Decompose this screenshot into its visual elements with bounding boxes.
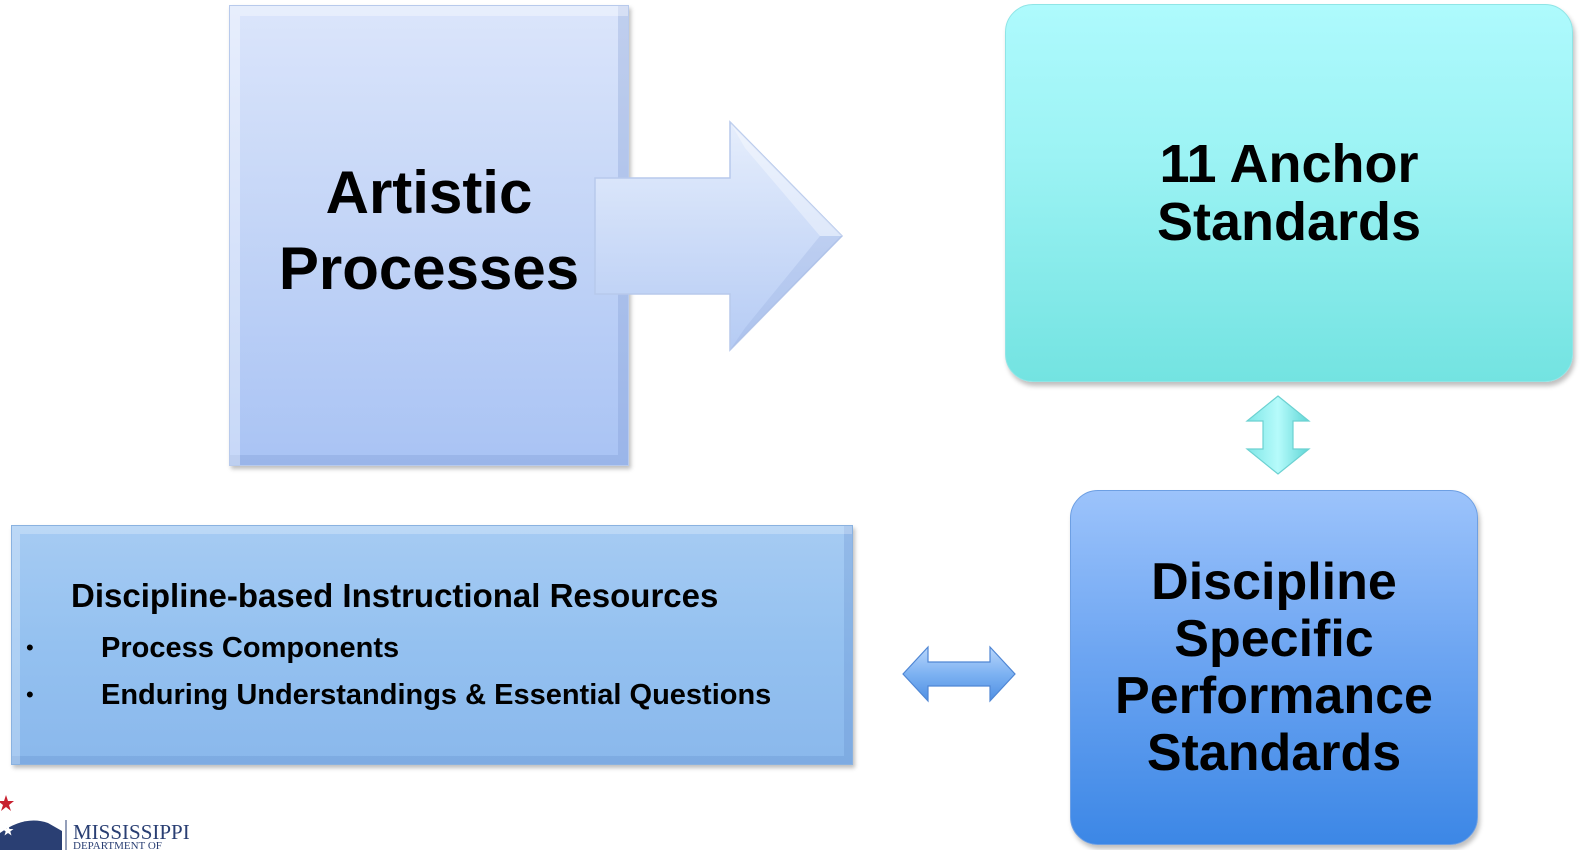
artistic-processes-line2: Processes bbox=[278, 234, 580, 302]
artistic-processes-label: Artistic Processes bbox=[279, 155, 579, 307]
logo-text-line2: DEPARTMENT OF bbox=[73, 840, 162, 850]
discipline-specific-line2: Specific bbox=[1174, 609, 1374, 668]
vertical-double-arrow-icon bbox=[1245, 395, 1311, 475]
artistic-processes-box: Artistic Processes bbox=[229, 5, 629, 466]
instructional-resources-title: Discipline-based Instructional Resources bbox=[71, 577, 719, 614]
bullet-icon: • bbox=[26, 635, 34, 660]
list-item: • Enduring Understandings & Essential Qu… bbox=[26, 677, 771, 713]
list-item-label: Process Components bbox=[101, 632, 400, 664]
horizontal-double-arrow-icon bbox=[902, 645, 1016, 703]
list-item: • Process Components bbox=[26, 630, 399, 666]
instructional-resources-box: Discipline-based Instructional Resources… bbox=[11, 525, 853, 765]
discipline-specific-label: Discipline Specific Performance Standard… bbox=[1115, 552, 1433, 782]
artistic-processes-line1: Artistic bbox=[325, 158, 533, 226]
red-star-icon bbox=[0, 795, 14, 811]
discipline-specific-line1: Discipline bbox=[1151, 552, 1397, 611]
logo-text-line1: MISSISSIPPI bbox=[73, 820, 190, 844]
logo-emblem-icon bbox=[0, 820, 62, 850]
discipline-specific-box: Discipline Specific Performance Standard… bbox=[1070, 490, 1478, 845]
bullet-icon: • bbox=[26, 682, 34, 707]
anchor-standards-line1: 11 Anchor bbox=[1159, 134, 1419, 194]
anchor-standards-line2: Standards bbox=[1156, 192, 1422, 252]
discipline-specific-line4: Standards bbox=[1146, 723, 1402, 782]
mississippi-department-logo bbox=[0, 795, 67, 850]
discipline-specific-line3: Performance bbox=[1115, 666, 1433, 725]
list-item-label: Enduring Understandings & Essential Ques… bbox=[101, 679, 772, 711]
anchor-standards-box: 11 Anchor Standards bbox=[1005, 4, 1573, 382]
right-arrow-icon bbox=[594, 120, 844, 352]
anchor-standards-label: 11 Anchor Standards bbox=[1157, 135, 1421, 251]
